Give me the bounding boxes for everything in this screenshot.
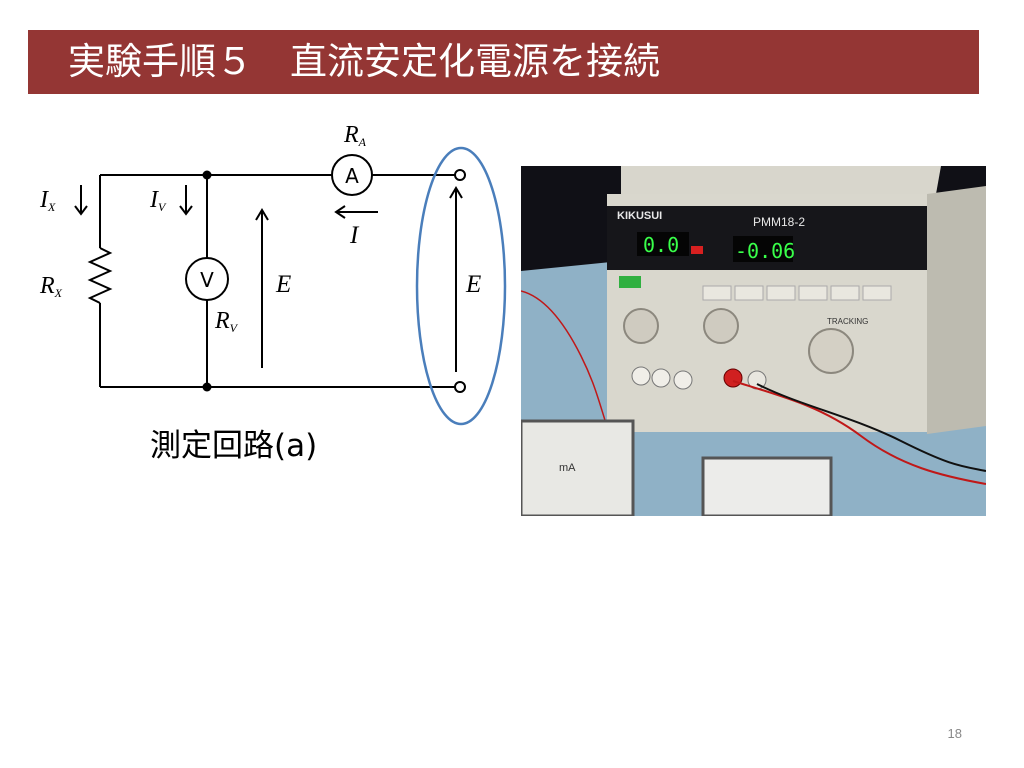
label-rx: RX (39, 273, 63, 300)
junction-bottom (202, 382, 212, 392)
voltmeter-letter: V (200, 268, 214, 292)
label-rv: RV (214, 308, 239, 335)
power-supply-photo: KIKUSUI PMM18-2 0.0 -0.06 TRACKING mA (521, 166, 986, 516)
model-label: PMM18-2 (753, 215, 805, 229)
circuit-diagram: A V RA IX IV RX RV E I E (39, 122, 507, 426)
rx-resistor (87, 247, 113, 304)
label-ra: RA (343, 122, 367, 149)
knob-left (623, 308, 659, 344)
power-button (619, 276, 641, 288)
ammeter-letter: A (345, 164, 359, 188)
terminal-bottom (454, 381, 466, 393)
label-iv: IV (149, 187, 167, 214)
tracking-label: TRACKING (827, 317, 868, 326)
label-i: I (349, 222, 360, 249)
analog-meter-right (701, 456, 833, 516)
left-display-reading: 0.0 (643, 233, 679, 257)
label-ix: IX (39, 187, 56, 214)
title-bar: 実験手順５ 直流安定化電源を接続 (28, 30, 979, 94)
right-display-reading: -0.06 (735, 239, 795, 263)
analog-meter-left-unit: mA (559, 462, 576, 474)
circuit-caption: 測定回路(a) (150, 428, 318, 464)
label-e-left: E (275, 271, 291, 298)
slide-number: 18 (947, 726, 962, 741)
brand-label: KIKUSUI (617, 210, 662, 222)
ammeter-symbol (331, 154, 373, 196)
knob-tracking (808, 328, 854, 374)
analog-meter-left (521, 419, 635, 516)
slide-title: 実験手順５ 直流安定化電源を接続 (68, 40, 660, 83)
junction-top (202, 170, 212, 180)
terminal-top (454, 169, 466, 181)
label-e-right: E (465, 271, 481, 298)
highlight-ellipse (415, 146, 507, 426)
knob-middle (703, 308, 739, 344)
